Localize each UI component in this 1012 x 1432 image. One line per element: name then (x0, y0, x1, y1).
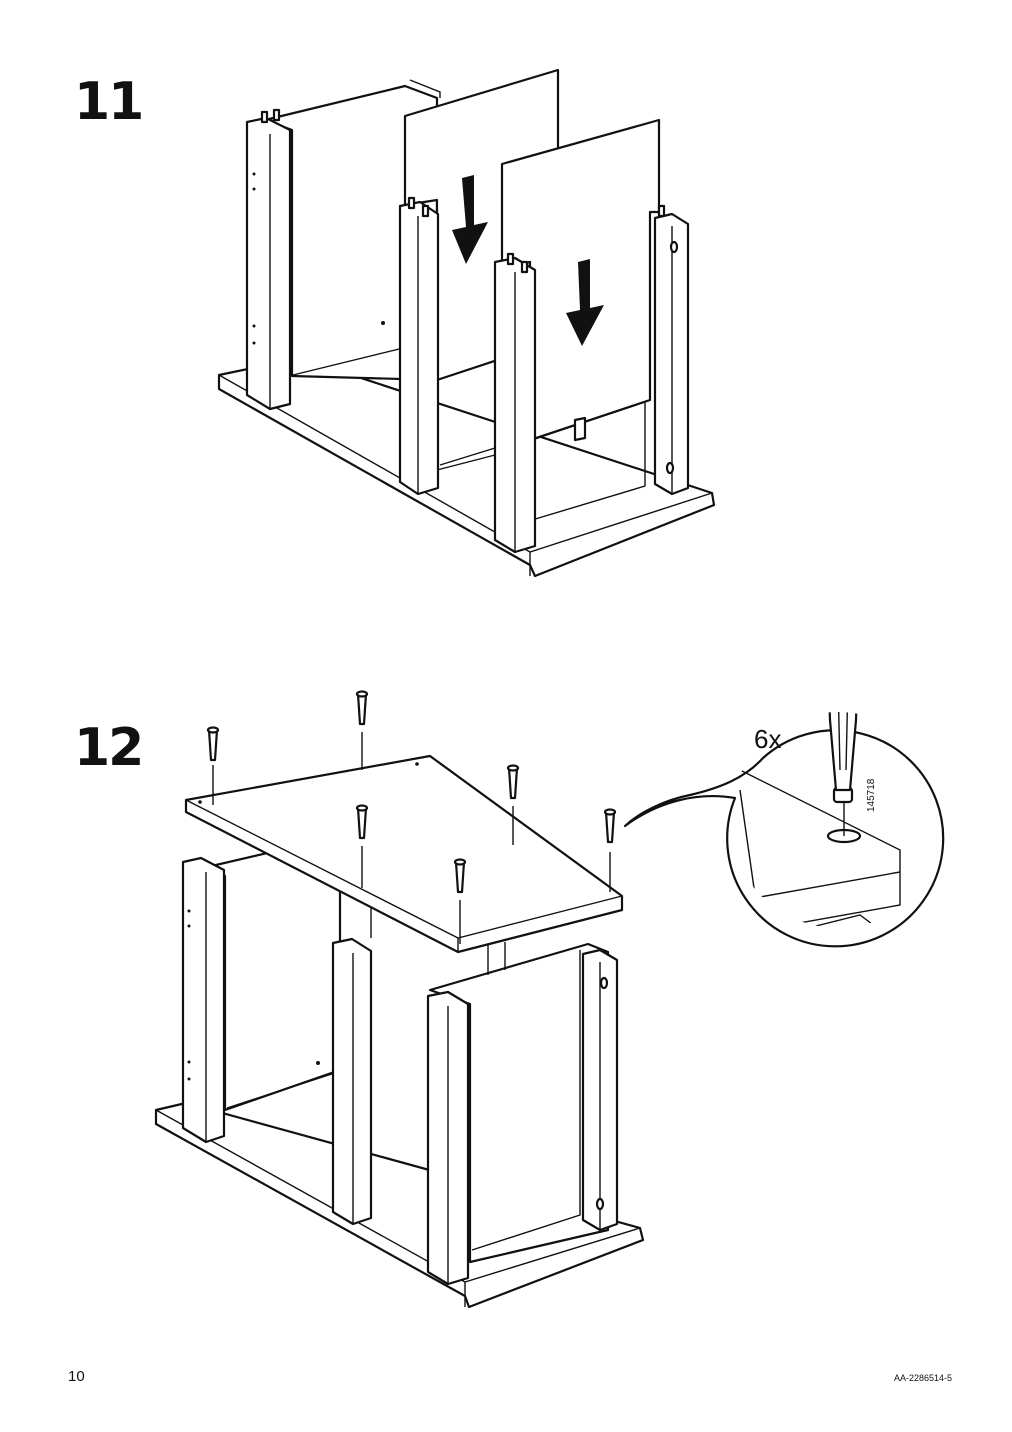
quantity-label: 6x (754, 724, 781, 754)
arrow-down-icon (566, 259, 604, 346)
plug-icon (355, 690, 369, 770)
step-number-12: 12 (74, 718, 144, 778)
leg-right-rear (581, 948, 619, 1232)
leg-front-right (493, 252, 537, 554)
screwdriver-icon (826, 712, 860, 836)
step12-illustration: 6x 145718 (154, 690, 945, 1309)
plugs (206, 690, 617, 944)
document-code: AA-2286514-5 (894, 1373, 953, 1383)
zoom-callout-icon: 6x 145718 (623, 712, 945, 948)
leg-left-rear (181, 856, 226, 1144)
base-board (217, 356, 716, 578)
base-board (154, 1101, 645, 1309)
plug-icon (206, 726, 220, 805)
arrow-down-icon (452, 175, 488, 264)
leg-front-left (398, 196, 440, 496)
plug-icon (603, 808, 617, 892)
leg-front-left (426, 990, 470, 1286)
top-board (184, 754, 624, 954)
plug-icon (453, 858, 467, 944)
step-number-11: 11 (74, 72, 144, 132)
plug-icon (355, 804, 369, 888)
plug-icon (506, 764, 520, 845)
leg-middle (331, 898, 506, 1226)
step11-illustration (217, 68, 716, 578)
side-panel (428, 942, 610, 1264)
part-number: 145718 (866, 778, 877, 812)
page-number: 10 (68, 1368, 85, 1385)
leg-right-rear (653, 204, 690, 496)
leg-left-rear (245, 108, 292, 411)
